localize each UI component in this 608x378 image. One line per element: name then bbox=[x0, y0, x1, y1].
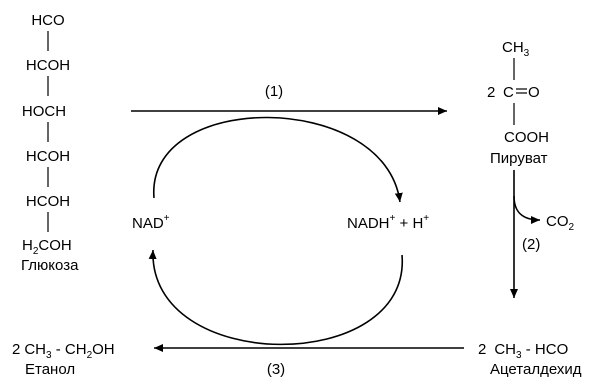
pyruvate-coefficient: 2 bbox=[487, 84, 495, 101]
nadh-label: NADH+ + H+ bbox=[347, 213, 429, 232]
pyruvate-structure: CH3 2 C O COOH Пируват bbox=[487, 39, 549, 167]
pyruvate-label: Пируват bbox=[490, 150, 548, 167]
nadh-to-nad-arc bbox=[148, 249, 403, 346]
glucose-row-5: HCOH bbox=[26, 193, 70, 210]
acetaldehyde-label: Ацеталдехид bbox=[490, 361, 582, 378]
glucose-label: Глюкоза bbox=[21, 257, 79, 274]
glucose-structure: HCO HCOH HOCH HCOH HCOH H2COH Глюкоза bbox=[21, 12, 79, 274]
pyruvate-ch3: CH3 bbox=[502, 39, 530, 59]
glucose-row-3: HOCH bbox=[22, 103, 66, 120]
pyruvate-carbon: C bbox=[503, 84, 514, 101]
glucose-row-2: HCOH bbox=[26, 57, 70, 74]
glucose-row-6: H2COH bbox=[22, 237, 72, 257]
pyruvate-cooh: COOH bbox=[504, 129, 549, 146]
pyruvate-oxygen: O bbox=[528, 84, 540, 101]
co2-release-arrow bbox=[513, 195, 541, 224]
nad-to-nadh-arc bbox=[153, 116, 403, 203]
step-2-label: (2) bbox=[522, 236, 540, 253]
co2-label: CO2 bbox=[546, 213, 575, 233]
glucose-row-4: HCOH bbox=[26, 148, 70, 165]
step-1-label: (1) bbox=[265, 83, 283, 100]
glucose-row-1: HCO bbox=[31, 12, 64, 29]
step-3-label: (3) bbox=[267, 361, 285, 378]
nad-label: NAD+ bbox=[132, 213, 170, 232]
ethanol-label: Етанол bbox=[25, 361, 75, 378]
